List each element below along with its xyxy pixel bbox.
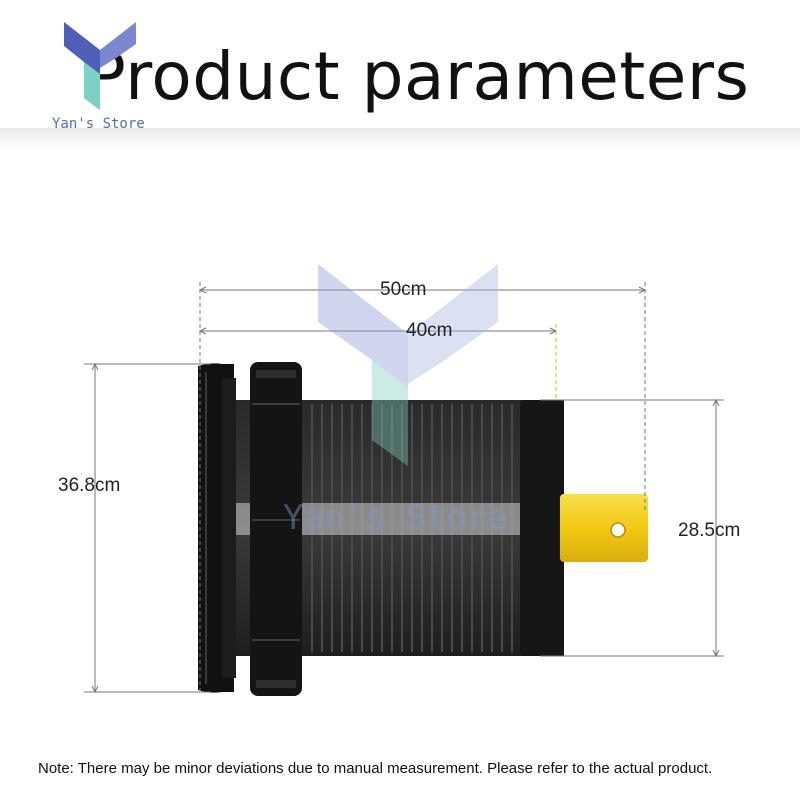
terminal-tab <box>560 494 648 562</box>
y-logo-icon <box>64 22 136 110</box>
body-diameter-label: 28.5cm <box>678 520 741 541</box>
flange-diameter-label: 36.8cm <box>58 475 121 496</box>
page-title: Product parameters <box>86 38 750 115</box>
watermark-text: Yan's Store <box>283 498 509 538</box>
total-length-label: 50cm <box>380 279 427 300</box>
hex-nut <box>250 362 302 696</box>
measurement-note: Note: There may be minor deviations due … <box>38 760 713 777</box>
dimension-lines <box>84 282 724 694</box>
header-divider <box>0 128 800 150</box>
thread-length-label: 40cm <box>406 320 453 341</box>
watermark-logo-icon <box>318 264 498 466</box>
store-name: Yan's Store <box>52 116 145 132</box>
flange <box>198 363 236 693</box>
